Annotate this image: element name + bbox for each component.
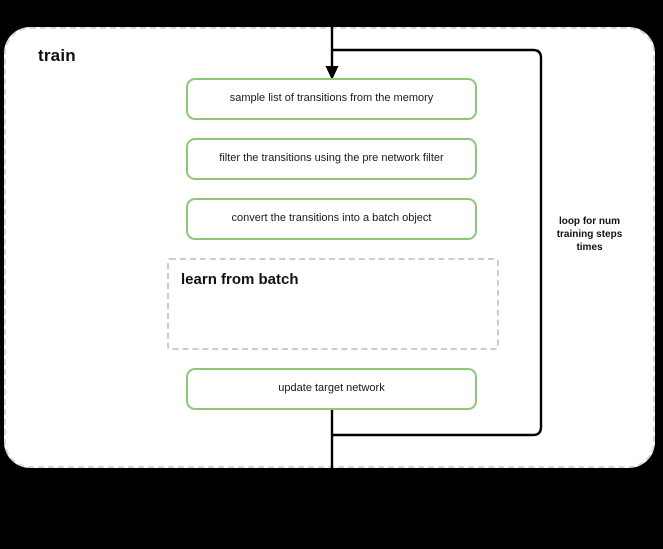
subprocess-label: learn from batch — [181, 271, 299, 288]
loop-line-1: loop for num — [558, 216, 621, 227]
subprocess-learn-from-batch[interactable]: learn from batch — [167, 258, 499, 350]
node-label: update target network — [278, 382, 385, 395]
node-label: filter the transitions using the pre net… — [219, 152, 444, 165]
loop-line-3: times — [576, 242, 603, 254]
loop-annotation-label: loop for num training steps times — [542, 215, 637, 255]
edge-loop-back — [332, 48, 543, 437]
node-convert-to-batch[interactable]: convert the transitions into a batch obj… — [186, 198, 477, 240]
node-filter-transitions[interactable]: filter the transitions using the pre net… — [186, 138, 477, 180]
node-sample-transitions[interactable]: sample list of transitions from the memo… — [186, 78, 477, 120]
edge-entry-arrowhead — [325, 66, 339, 80]
node-label: convert the transitions into a batch obj… — [231, 212, 432, 225]
node-label: sample list of transitions from the memo… — [229, 92, 434, 105]
node-update-target-network[interactable]: update target network — [186, 368, 477, 410]
loop-line-2: training steps — [556, 229, 623, 241]
page-title: train — [38, 46, 76, 65]
